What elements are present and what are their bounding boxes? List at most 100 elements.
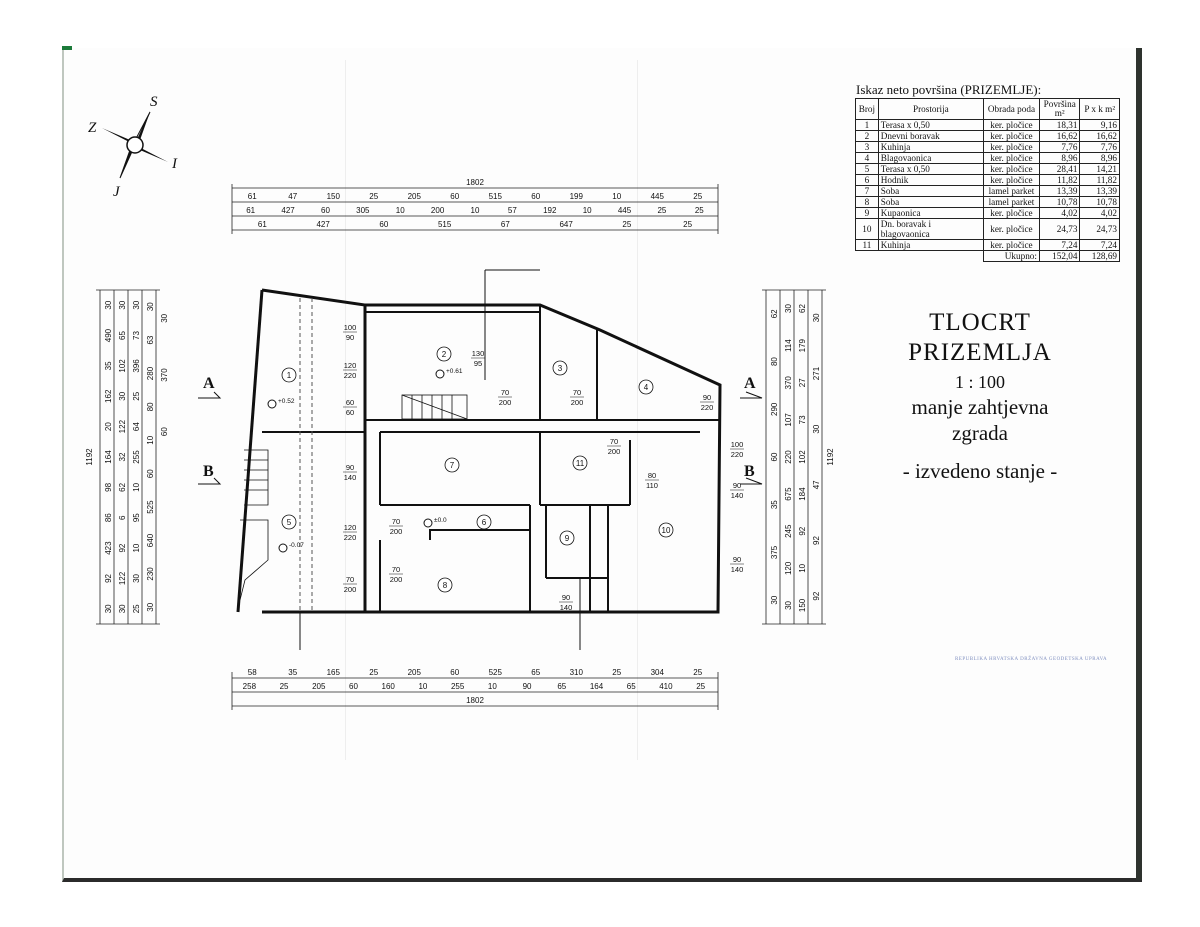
opening-height: 220: [344, 371, 357, 380]
dim-value: 25: [696, 682, 705, 691]
opening-height: 95: [474, 359, 482, 368]
dim-value: 61: [258, 220, 267, 229]
dim-value: 205: [312, 682, 326, 691]
left-dimension-labels: 1192304903516220164988642392303065102301…: [85, 300, 169, 613]
dim-value: 30: [118, 391, 127, 400]
opening-height: 140: [731, 491, 744, 500]
dim-value: 86: [104, 513, 113, 522]
room-circle: [552, 360, 568, 376]
svg-text:A: A: [203, 375, 215, 392]
dim-value: 114: [784, 339, 793, 352]
row-pxk: 8,96: [1079, 152, 1120, 164]
dim-value: 258: [243, 682, 257, 691]
dim-value: 67: [501, 220, 510, 229]
drawing-scale: 1 : 100: [954, 372, 1005, 392]
dim-value: 90: [523, 682, 532, 691]
dim-value: 427: [316, 220, 330, 229]
dim-value: 60: [146, 469, 155, 478]
terrace-columns: [299, 298, 313, 612]
dim-value: 305: [356, 206, 370, 215]
room-circle: [572, 455, 588, 471]
dim-value: 64: [132, 422, 141, 431]
dim-value: 10: [132, 543, 141, 552]
compass-south: J: [113, 184, 121, 200]
title-block: TLOCRT PRIZEMLJA 1 : 100 manje zahtjevna…: [870, 308, 1090, 484]
dim-value: 80: [146, 402, 155, 411]
level-value: +0.61: [446, 368, 463, 375]
dim-value: 65: [531, 668, 540, 677]
dim-value: 10: [798, 563, 807, 572]
dim-value: 30: [160, 313, 169, 322]
dim-value: 35: [770, 500, 779, 509]
dim-value: 102: [798, 450, 807, 464]
section-mark-b-right: B: [740, 463, 763, 485]
dim-value: 375: [770, 545, 779, 559]
level-value: ±0.0: [434, 517, 447, 524]
dim-value: 102: [118, 359, 127, 373]
dim-value: 675: [784, 487, 793, 501]
dim-value: 525: [489, 668, 503, 677]
corner-mark: [62, 46, 72, 50]
opening-width: 100: [731, 440, 744, 449]
dim-total: 1192: [826, 448, 835, 466]
bottom-dimensions: [231, 672, 719, 710]
dim-value: 165: [327, 668, 341, 677]
dim-value: 370: [784, 376, 793, 390]
dim-value: 63: [146, 335, 155, 344]
dim-value: 60: [450, 668, 459, 677]
room-circle: [658, 522, 674, 538]
dim-value: 271: [812, 366, 821, 380]
dim-value: 35: [288, 668, 297, 677]
room-circle: [559, 530, 575, 546]
dim-value: 10: [146, 435, 155, 444]
dim-value: 25: [369, 192, 378, 201]
right-dimensions: [762, 289, 826, 625]
dim-value: 640: [146, 533, 155, 547]
dim-value: 30: [812, 313, 821, 322]
dim-value: 122: [118, 419, 127, 433]
opening-width: 70: [501, 388, 509, 397]
dim-value: 47: [288, 192, 297, 201]
dim-value: 25: [622, 220, 631, 229]
room-number: 2: [442, 350, 447, 359]
dim-value: 184: [798, 487, 807, 501]
dim-value: 60: [379, 220, 388, 229]
dim-value: 396: [132, 359, 141, 373]
room-number: 1: [287, 371, 292, 380]
section-mark-a-right: A: [740, 375, 763, 399]
dim-value: 280: [146, 366, 155, 380]
row-room: Kuhinja: [877, 239, 984, 251]
svg-text:B: B: [203, 463, 214, 480]
opening-width: 100: [344, 323, 357, 332]
dim-value: 205: [408, 668, 422, 677]
dim-value: 30: [118, 300, 127, 309]
compass-icon: S I J Z: [88, 94, 178, 200]
room-number: 7: [450, 461, 455, 470]
section-mark-b-left: B: [198, 463, 222, 485]
dim-value: 60: [160, 427, 169, 436]
dim-value: 290: [770, 402, 779, 416]
dim-value: 445: [651, 192, 665, 201]
dim-value: 25: [612, 668, 621, 677]
dim-value: 10: [471, 206, 480, 215]
opening-height: 200: [344, 585, 357, 594]
dim-value: 62: [798, 304, 807, 313]
fold-line: [345, 60, 346, 760]
dim-value: 62: [770, 309, 779, 318]
opening-height: 140: [344, 473, 357, 482]
room-number: 10: [662, 526, 671, 535]
opening-width: 70: [573, 388, 581, 397]
dim-value: 10: [583, 206, 592, 215]
dim-value: 47: [812, 480, 821, 489]
dim-value: 515: [489, 192, 503, 201]
room-number: 11: [576, 459, 585, 468]
dim-value: 25: [132, 391, 141, 400]
dim-value: 525: [146, 500, 155, 514]
dim-value: 205: [408, 192, 422, 201]
opening-width: 90: [703, 393, 711, 402]
opening-height: 200: [608, 447, 621, 456]
